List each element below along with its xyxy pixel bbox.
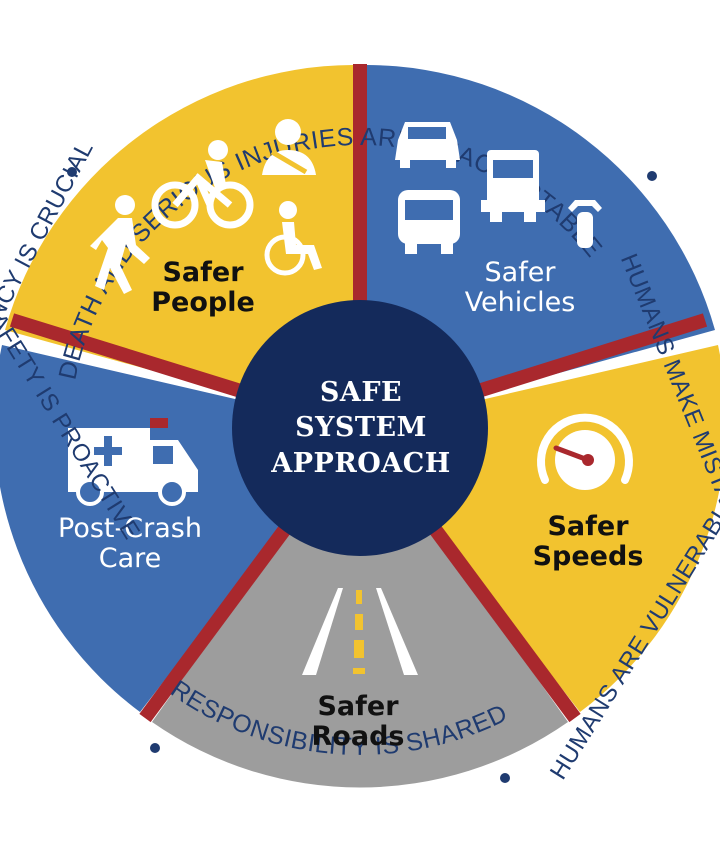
car-icon [395,122,460,168]
road-icon [302,588,418,675]
safer-people-line1: Safer [162,257,244,288]
safer-speeds-line1: Safer [547,511,629,542]
safer-speeds-line2: Speeds [532,541,644,573]
post-crash-line1: Post-Crash [58,513,202,544]
segment-label-safer-vehicles: Safer Vehicles [455,257,585,319]
safer-vehicles-line1: Safer [484,257,556,288]
segment-safer-roads [152,428,568,788]
ambulance-icon [68,418,198,506]
center-title: SAFE SYSTEM APPROACH [235,302,487,554]
wheelchair-icon [264,201,322,276]
safer-roads-line2: Roads [311,721,405,753]
seatbelt-driver-icon [262,119,316,175]
center-title-line1: SAFE [319,377,403,409]
center-title-line2: SYSTEM [295,412,427,444]
center-title-line3: APPROACH [271,447,451,479]
motorcycle-icon [568,200,602,248]
cyclist-icon [151,173,254,229]
truck-icon [481,150,545,222]
center-circle [232,300,488,556]
safer-people-line2: People [151,287,255,319]
segment-label-safer-roads: Safer Roads [303,691,413,753]
cyclist-body [205,140,228,188]
safer-vehicles-line2: Vehicles [464,287,576,319]
segment-label-safer-people: Safer People [148,257,258,319]
safer-roads-line1: Safer [317,691,399,722]
bus-icon [398,190,460,254]
segment-label-post-crash-care: Post-Crash Care [40,513,220,575]
post-crash-line2: Care [98,543,162,575]
segment-label-safer-speeds: Safer Speeds [528,511,648,573]
ring-dots [67,167,657,783]
pedestrian-icon [90,195,150,294]
speedometer-icon [537,413,633,490]
